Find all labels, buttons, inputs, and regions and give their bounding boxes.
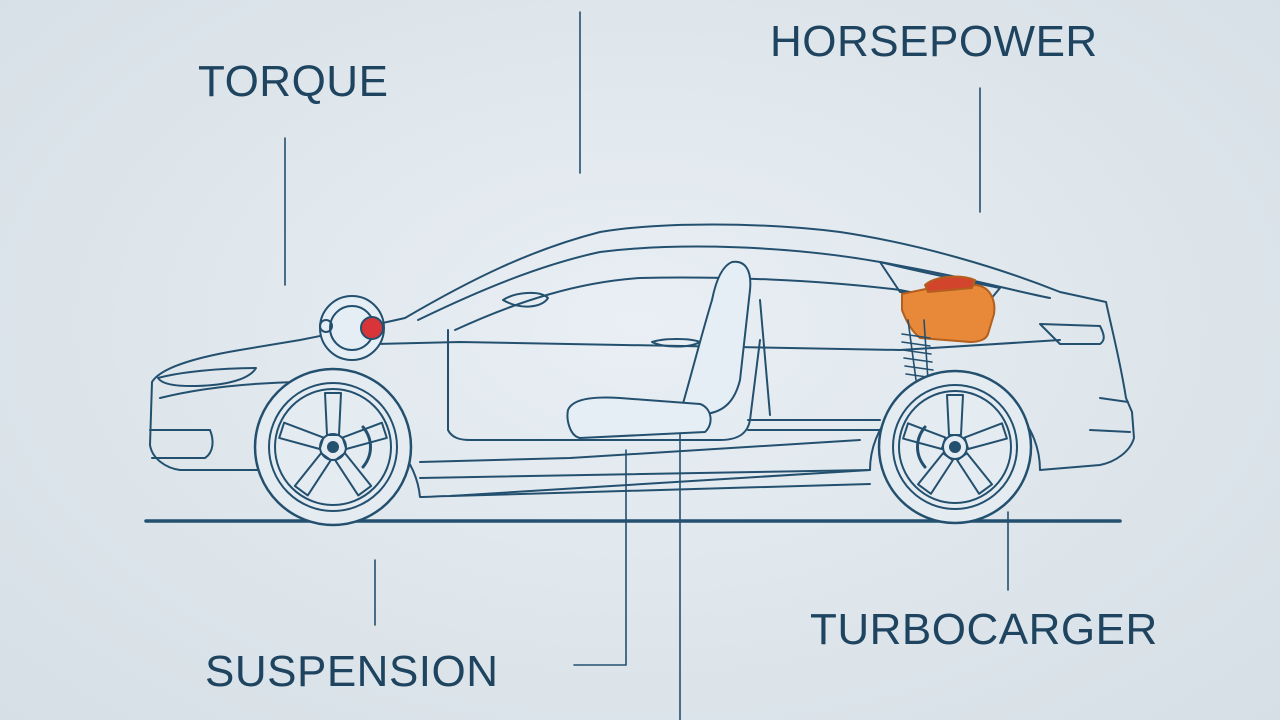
label-torque: TORQUE [198,57,389,106]
seat-back [679,260,752,415]
leader-line-suspension-seat [573,449,627,666]
front-brake-caliper [361,425,372,469]
car-body [149,223,1135,498]
turbo-icon [319,295,385,361]
headlight [157,367,257,387]
label-suspension: SUSPENSION [205,647,499,696]
engine-icon [901,275,996,343]
label-turbocharger: TURBOCARGER [810,605,1158,654]
window-line [454,276,931,331]
seat-icon [566,260,752,439]
front-grille [149,429,214,459]
rear-floor [747,419,881,431]
rear-door [759,299,771,416]
turbo-core-red [360,316,384,340]
shock-icon [901,319,935,381]
rear-brake-caliper [916,425,927,469]
floor-pan [447,329,761,441]
seat-cushion [566,396,712,439]
rear-tail [1039,323,1105,345]
label-horsepower: HORSEPOWER [770,17,1098,66]
rear-wheel-icon [877,369,1033,525]
side-mirror [502,292,549,308]
hood-crease [159,381,301,399]
coil-spring [901,333,935,379]
side-skirt [419,439,871,497]
engine-top [924,275,976,293]
engine-block [901,284,996,343]
rear-bumper [1089,397,1131,433]
front-wheel-icon [253,367,413,527]
